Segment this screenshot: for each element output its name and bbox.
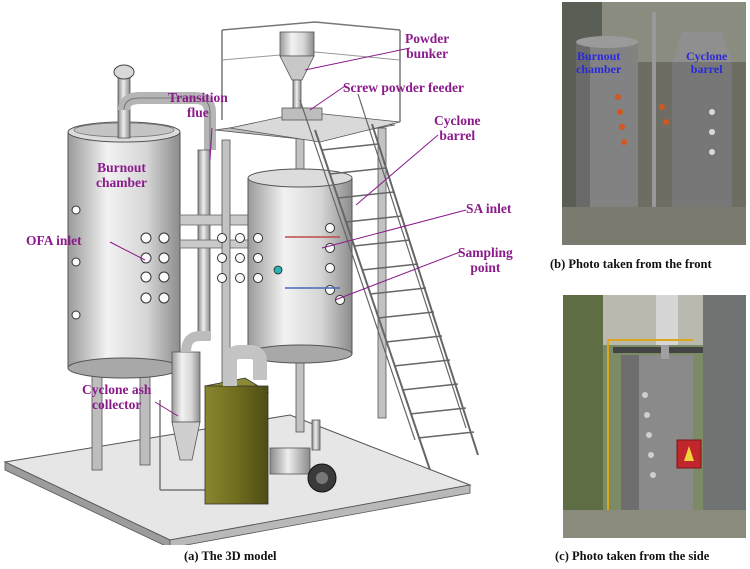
photo-label-cyclone-barrel: Cyclone barrel [686,49,728,76]
powder-bunker [279,31,315,111]
cyclone-barrel [247,168,353,364]
label-burnout-chamber: Burnout chamber [96,160,147,190]
caption-3d-model: (a) The 3D model [184,549,277,563]
burnout-chamber-ports [71,205,170,320]
label-ofa-inlet: OFA inlet [26,233,82,248]
photo-front: Burnout chamber Cyclone barrel [562,2,746,245]
label-transition-flue: Transition flue [168,90,228,120]
label-cyclone-ash-collector: Cyclone ash collector [82,382,152,412]
label-sa-inlet: SA inlet [466,201,512,216]
fan-motor [269,419,337,493]
connecting-pipe [223,345,267,386]
staircase [299,93,479,471]
photo-label-burnout-chamber: Burnout chamber [576,49,622,76]
leader-lines [109,47,467,417]
label-screw-powder-feeder: Screw powder feeder [343,80,464,95]
exhaust-pipe [113,64,216,150]
caption-photo-front: (b) Photo taken from the front [550,257,712,271]
screw-feeder [281,107,323,121]
upper-platform [221,21,401,143]
label-cyclone-barrel: Cyclone barrel [434,113,481,143]
cyclone-accent-valves [273,236,340,289]
ash-box [203,377,270,505]
label-sampling-point: Sampling point [458,245,513,275]
3d-model-drawing [3,21,479,545]
label-powder-bunker: Powder bunker [405,31,450,61]
caption-photo-side: (c) Photo taken from the side [555,549,710,563]
cyclone-ash-collector [159,331,211,491]
photo-side [563,295,746,538]
